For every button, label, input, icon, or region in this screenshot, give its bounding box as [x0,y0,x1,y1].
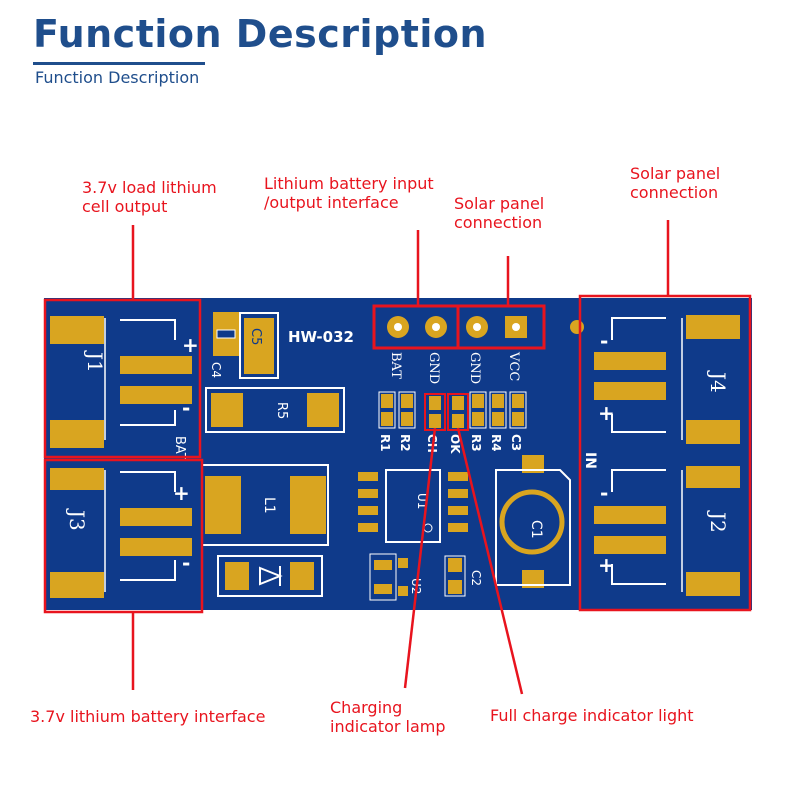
label-l1: L1 [261,497,277,514]
label-r4: R4 [489,434,503,452]
connector-j3 [50,468,192,598]
pin-label-vcc: VCC [506,351,521,381]
j2-minus: - [600,481,608,505]
connector-j4 [594,315,740,444]
annotation-battery-interface: 3.7v lithium battery interface [30,707,266,726]
page-subtitle: Function Description [35,68,200,87]
annotation-battery-io-line2: /output interface [264,193,399,212]
annotation-load-output-line1: 3.7v load lithium [82,178,217,197]
annotation-battery-io: Lithium battery input /output interface [264,174,434,212]
j4-minus: - [600,329,608,353]
pin-label-gnd-1: GND [426,352,441,384]
connector-j2 [594,466,740,596]
annotation-solar-mid-line1: Solar panel [454,194,545,213]
annotation-solar-right: Solar panel connection [630,164,720,202]
label-c5: C5 [248,328,263,345]
annotation-solar-mid-line2: connection [454,213,543,232]
highlight-solar-right [578,294,752,612]
highlight-battery-interface [43,458,204,614]
label-c3: C3 [509,434,523,451]
label-j2: J2 [706,510,730,533]
capacitor-c1 [495,455,571,588]
label-c1: C1 [528,520,544,539]
label-j3: J3 [65,508,89,531]
pin-label-gnd-2: GND [467,352,482,384]
pin-label-bat: BAT [388,352,403,379]
j2-plus: + [598,553,615,577]
highlight-load-output [43,298,202,459]
label-j4: J4 [706,370,730,393]
title-underline [33,62,205,65]
j1-minus: - [182,396,190,420]
label-c4: C4 [209,362,223,378]
annotation-solar-right-line1: Solar panel [630,164,721,183]
annotation-solar-mid: Solar panel connection [454,194,544,232]
annotation-charging-lamp-line1: Charging [330,698,403,717]
j3-minus: - [182,551,190,575]
label-j1: J1 [83,350,107,373]
leader-lines [131,220,670,695]
label-r3: R3 [469,434,483,452]
label-r5: R5 [274,402,289,419]
label-r1: R1 [378,434,392,452]
page-title: Function Description [33,12,488,56]
label-r2: R2 [398,434,412,452]
label-bat: BAT [172,436,187,461]
annotation-full-charge: Full charge indicator light [490,706,694,725]
connector-j1 [50,316,192,448]
j1-plus: + [182,333,199,357]
label-ok: OK [448,434,462,454]
j4-plus: + [598,401,615,425]
board-model: HW-032 [288,328,354,346]
annotation-battery-io-line1: Lithium battery input [264,174,434,193]
annotation-charging-lamp: Charging indicator lamp [330,698,446,736]
label-c2: C2 [469,570,483,586]
annotation-solar-right-line2: connection [630,183,719,202]
annotation-load-output-line2: cell output [82,197,168,216]
annotation-charging-lamp-line2: indicator lamp [330,717,446,736]
label-in: IN [582,452,598,469]
annotation-load-output: 3.7v load lithium cell output [82,178,217,216]
j3-plus: + [173,481,190,505]
chip-u1 [358,469,468,543]
